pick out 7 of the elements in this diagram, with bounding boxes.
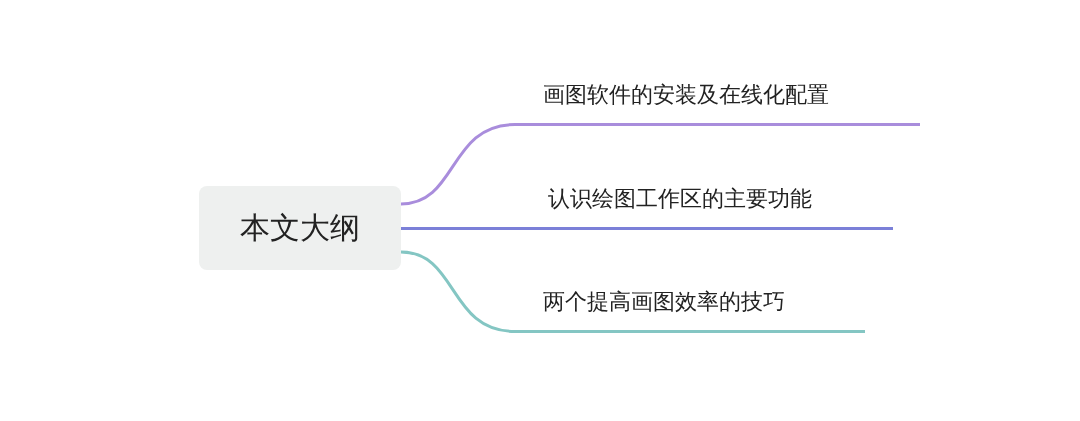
topic-box: 本文大纲 [199, 186, 401, 270]
connector [400, 123, 516, 206]
underlined-branch: 画图软件的安装及在线化配置 [515, 80, 920, 126]
underlined-branch: 认识绘图工作区的主要功能 [520, 184, 893, 230]
underlined-branch: 两个提高画图效率的技巧 [515, 287, 865, 333]
connector [401, 227, 520, 230]
connector [400, 250, 516, 333]
